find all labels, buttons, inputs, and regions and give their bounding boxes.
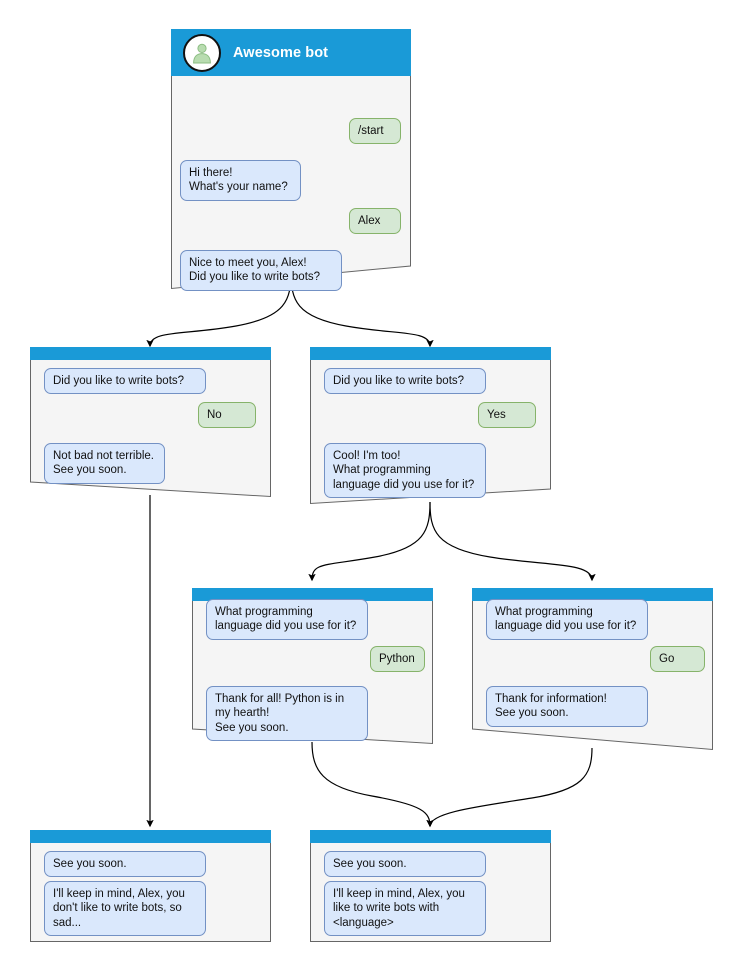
edge-yes-to-go [429,501,596,582]
answer-python-node[interactable]: What programming language did you use fo… [192,588,433,745]
chat-bubble-bot: Thank for all! Python is in my hearth! S… [206,686,368,742]
edge-yes-to-python [308,501,431,582]
chat-screen: Did you like to write bots? Yes Cool! I'… [310,360,551,504]
chat-bubble-bot: See you soon. [44,851,206,878]
end-yes-node[interactable]: See you soon. I'll keep in mind, Alex, y… [310,830,551,942]
edge-go-to-end [426,747,593,828]
chat-bubble-bot: Thank for information! See you soon. [486,686,648,727]
chat-screen: /start Hi there! What's your name? Alex … [171,76,411,291]
node-titlebar [30,830,271,843]
answer-no-node[interactable]: Did you like to write bots? No Not bad n… [30,347,271,498]
chat-bubble-user: Go [650,646,705,673]
chat-bubble-bot: Did you like to write bots? [324,368,486,395]
chat-bubble-user: Yes [478,402,536,429]
node-titlebar: Awesome bot [171,29,411,76]
chat-screen: What programming language did you use fo… [192,599,433,744]
answer-go-node[interactable]: What programming language did you use fo… [472,588,713,751]
answer-yes-node[interactable]: Did you like to write bots? Yes Cool! I'… [310,347,551,505]
node-titlebar [472,588,713,601]
chat-screen: What programming language did you use fo… [472,599,713,750]
person-avatar-icon [183,33,221,72]
chat-bubble-bot: Not bad not terrible. See you soon. [44,443,165,484]
end-no-node[interactable]: See you soon. I'll keep in mind, Alex, y… [30,830,271,942]
chat-bubble-bot: Hi there! What's your name? [180,160,301,201]
chat-bubble-user: Alex [349,208,401,235]
chat-bubble-bot: See you soon. [324,851,486,878]
chat-bubble-bot: Nice to meet you, Alex! Did you like to … [180,250,342,291]
edge-python-to-end [311,741,434,828]
chat-screen: See you soon. I'll keep in mind, Alex, y… [310,843,551,942]
node-titlebar [30,347,271,360]
chat-bubble-user: No [198,402,256,429]
chat-bubble-user: /start [349,118,401,145]
node-titlebar [310,830,551,843]
chat-bubble-bot: What programming language did you use fo… [486,599,648,640]
chat-bubble-user: Python [370,646,425,673]
chat-screen: Did you like to write bots? No Not bad n… [30,360,271,497]
start-node[interactable]: Awesome bot /start Hi there! What's your… [171,29,411,291]
chat-bubble-bot: I'll keep in mind, Alex, you don't like … [44,881,206,937]
chat-bubble-bot: I'll keep in mind, Alex, you like to wri… [324,881,486,937]
chat-screen: See you soon. I'll keep in mind, Alex, y… [30,843,271,942]
chat-bubble-bot: Cool! I'm too! What programming language… [324,443,486,499]
bot-title: Awesome bot [233,44,329,61]
chat-bubble-bot: Did you like to write bots? [44,368,206,395]
node-titlebar [310,347,551,360]
node-titlebar [192,588,433,601]
chat-bubble-bot: What programming language did you use fo… [206,599,368,640]
